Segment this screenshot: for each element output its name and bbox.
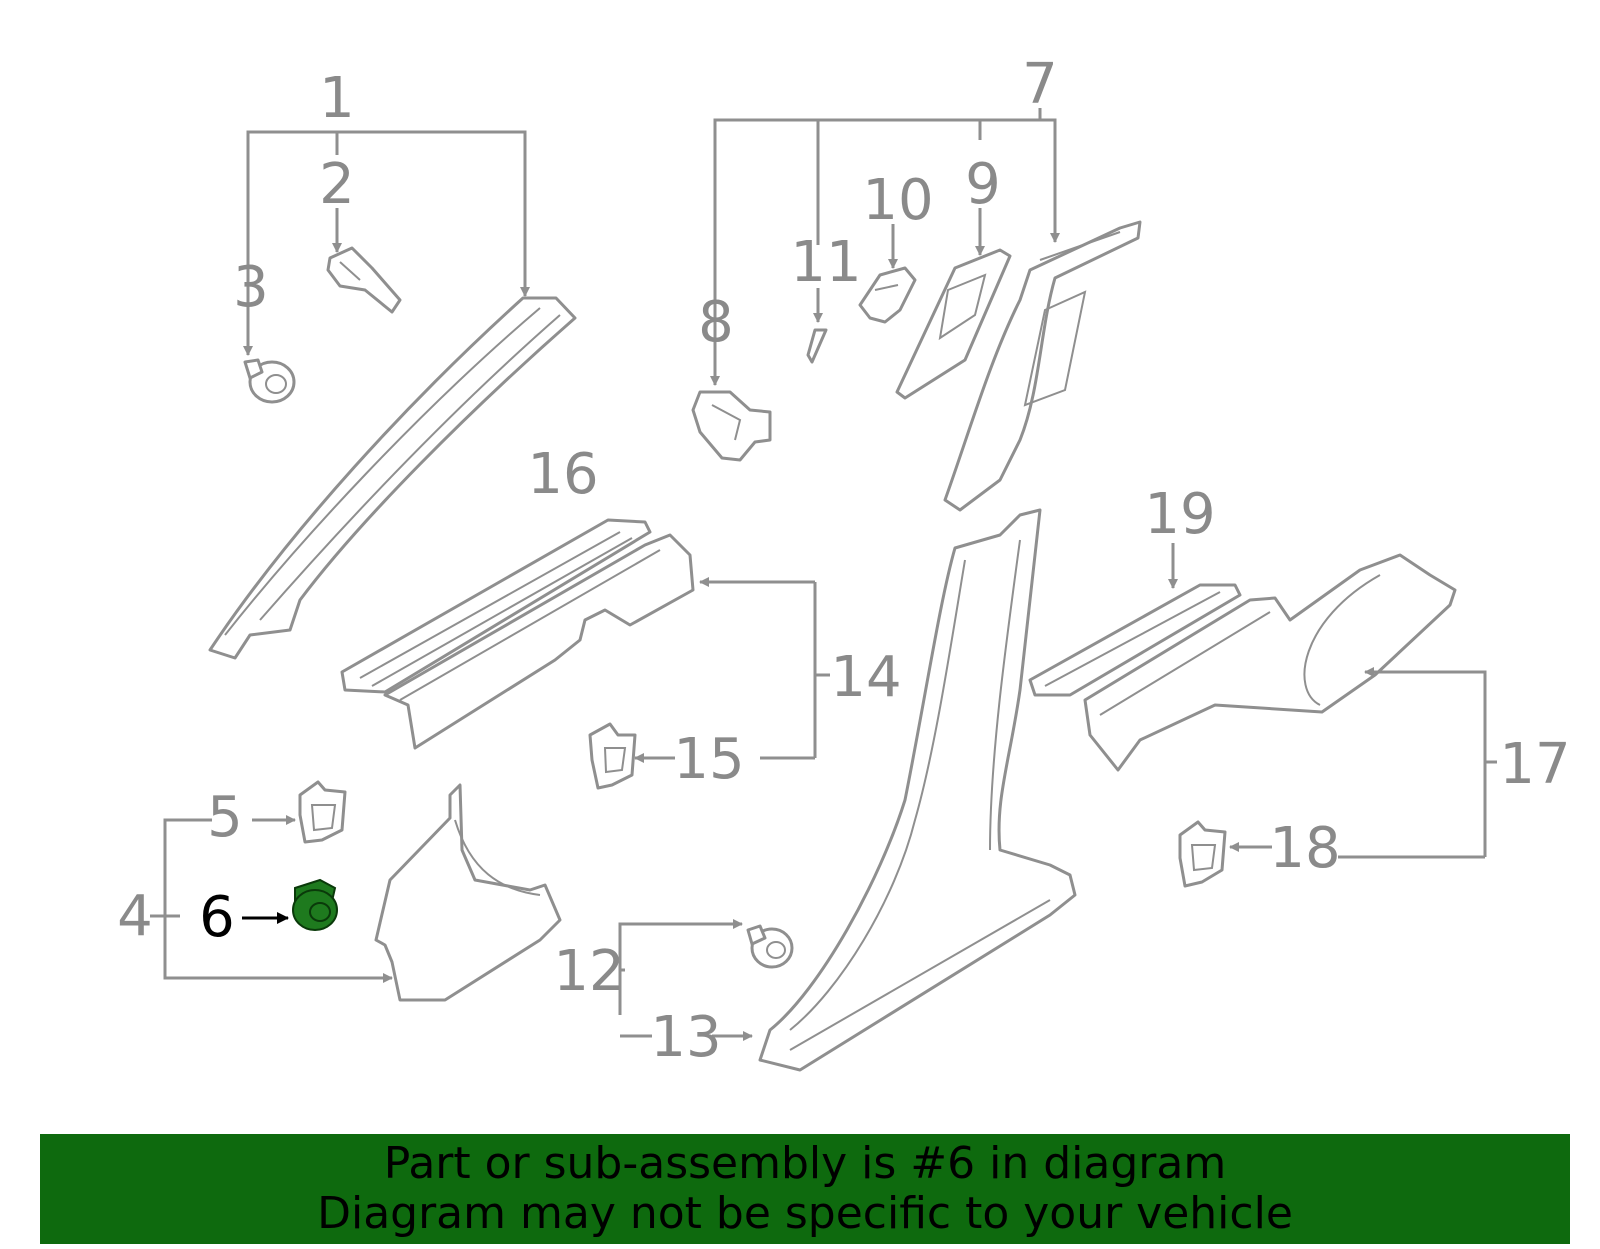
callout-group-12	[618, 919, 753, 1041]
callout-12: 12	[553, 939, 624, 1004]
part-10-clip	[858, 266, 917, 324]
part-9-seatbelt-cover	[895, 248, 1012, 400]
callout-8: 8	[698, 290, 734, 355]
callout-18: 18	[1269, 816, 1340, 881]
callout-3: 3	[233, 255, 269, 320]
callout-group-7	[710, 108, 1060, 386]
part-3-pushpin	[243, 358, 296, 404]
part-16-scuff-plate	[340, 518, 652, 694]
part-7-b-pillar-upper-trim	[943, 220, 1142, 512]
part-4-kick-panel	[374, 783, 562, 1002]
callout-2: 2	[319, 152, 355, 217]
callout-10: 10	[862, 168, 933, 233]
part-15-clip	[588, 722, 637, 790]
callout-group-14	[634, 577, 830, 763]
callout-19: 19	[1144, 482, 1215, 547]
callout-14: 14	[830, 645, 901, 710]
callout-9: 9	[965, 152, 1001, 217]
part-11-small-clip	[806, 328, 828, 364]
callout-6-highlighted: 6	[199, 885, 235, 950]
part-2-clip	[326, 246, 402, 314]
parts-diagram: 1 2 3 4 5 6 7 8 9 10 11 12 13 14 15 16 1…	[117, 52, 1571, 1072]
part-8-clip	[691, 390, 772, 462]
callout-16: 16	[527, 442, 598, 507]
part-5-clip	[298, 780, 347, 844]
callout-1: 1	[319, 66, 355, 131]
callout-5: 5	[207, 785, 243, 850]
callout-4: 4	[117, 884, 153, 949]
callout-7: 7	[1022, 52, 1058, 117]
part-14-front-scuff-trim	[383, 533, 695, 750]
part-18-clip	[1178, 820, 1227, 888]
part-1-a-pillar-trim	[208, 296, 577, 660]
callout-group-1	[243, 130, 530, 356]
part-12-pushpin	[746, 924, 794, 969]
part-6-highlighted-fastener	[292, 878, 338, 931]
callout-17: 17	[1499, 732, 1570, 797]
info-banner: Part or sub-assembly is #6 in diagram Di…	[40, 1134, 1570, 1244]
part-b-pillar-lower-trim	[758, 508, 1077, 1072]
callout-15: 15	[673, 727, 744, 792]
callout-11: 11	[790, 230, 861, 295]
callout-13: 13	[650, 1005, 721, 1070]
banner-line-disclaimer: Diagram may not be specific to your vehi…	[317, 1188, 1293, 1239]
banner-line-part-info: Part or sub-assembly is #6 in diagram	[383, 1138, 1227, 1189]
part-19-rear-scuff-plate	[1028, 583, 1242, 697]
part-17-rear-scuff-trim	[1083, 553, 1457, 772]
callout-group-4	[150, 815, 393, 983]
callout-group-17	[1168, 543, 1497, 859]
